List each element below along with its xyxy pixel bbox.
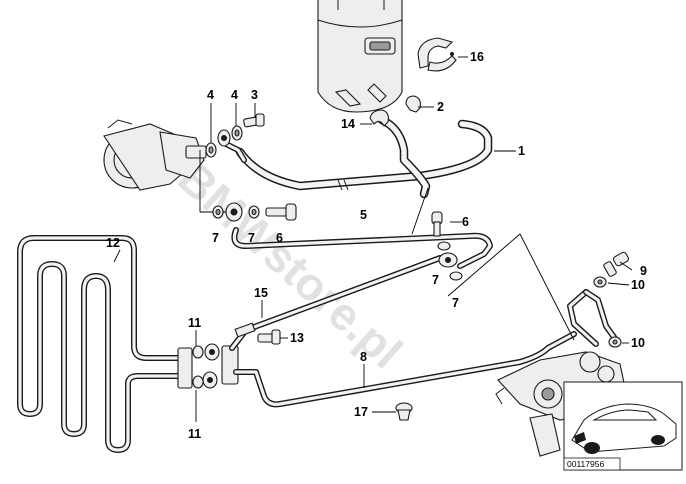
callout-10: 10 — [631, 278, 645, 292]
callout-5: 5 — [360, 208, 367, 222]
washer-icon — [437, 241, 451, 251]
car-inset: 00117956 — [563, 381, 683, 471]
cooler-coil-12 — [17, 235, 181, 453]
callout-2: 2 — [437, 100, 444, 114]
callout-7: 7 — [248, 231, 255, 245]
fitting-icon — [217, 129, 231, 147]
leader-line — [411, 187, 429, 235]
pipe-15 — [229, 255, 443, 351]
washer-icon — [205, 142, 217, 158]
callout-9: 9 — [640, 264, 647, 278]
callout-6: 6 — [276, 231, 283, 245]
callout-10: 10 — [631, 336, 645, 350]
washer-icon — [231, 125, 243, 141]
callout-4: 4 — [207, 88, 214, 102]
callout-15: 15 — [254, 286, 268, 300]
bolt-icon — [431, 211, 443, 237]
callout-14: 14 — [341, 117, 355, 131]
callout-12: 12 — [106, 236, 120, 250]
part-number: 00117956 — [567, 459, 604, 469]
reservoir-icon — [317, 0, 403, 113]
pipe-5 — [231, 227, 493, 269]
plug-17-icon — [395, 402, 413, 421]
bolt-icon — [265, 203, 297, 221]
callout-7: 7 — [452, 296, 459, 310]
car-icon — [571, 403, 677, 454]
callout-1: 1 — [518, 144, 525, 158]
callout-16: 16 — [470, 50, 484, 64]
bolt-icon — [603, 251, 630, 277]
fitting-icon — [438, 252, 458, 268]
washer-icon — [192, 345, 204, 359]
callout-17: 17 — [354, 405, 368, 419]
steering-pump-icon — [103, 119, 207, 191]
callout-3: 3 — [251, 88, 258, 102]
clamp-16-icon — [417, 37, 457, 72]
callout-11: 11 — [188, 316, 201, 330]
fitting-icon — [202, 371, 218, 389]
fitting-icon — [204, 343, 220, 361]
callout-6: 6 — [462, 215, 469, 229]
leader-line — [519, 233, 575, 341]
callout-8: 8 — [360, 350, 367, 364]
bolt-icon — [243, 113, 265, 128]
return-hose — [377, 115, 431, 199]
washer-icon — [449, 271, 463, 281]
bolt-icon — [257, 329, 281, 345]
callout-7: 7 — [212, 231, 219, 245]
cooler-bracket — [177, 345, 239, 389]
fitting-icon — [225, 202, 243, 222]
callout-leaders — [113, 56, 633, 422]
pipe-8 — [233, 331, 577, 408]
callout-13: 13 — [290, 331, 304, 345]
leader-line — [447, 233, 521, 297]
clamp-2-icon — [405, 95, 421, 113]
washer-icon — [248, 205, 260, 219]
washer-icon — [608, 336, 622, 348]
pipe-gear — [567, 289, 619, 347]
hose-1 — [235, 119, 493, 191]
washer-icon — [593, 276, 607, 288]
washer-icon — [212, 205, 224, 219]
callout-7: 7 — [432, 273, 439, 287]
callout-11: 11 — [188, 427, 201, 441]
clamp-14-icon — [369, 109, 389, 127]
washer-icon — [192, 375, 204, 389]
callout-4: 4 — [231, 88, 238, 102]
